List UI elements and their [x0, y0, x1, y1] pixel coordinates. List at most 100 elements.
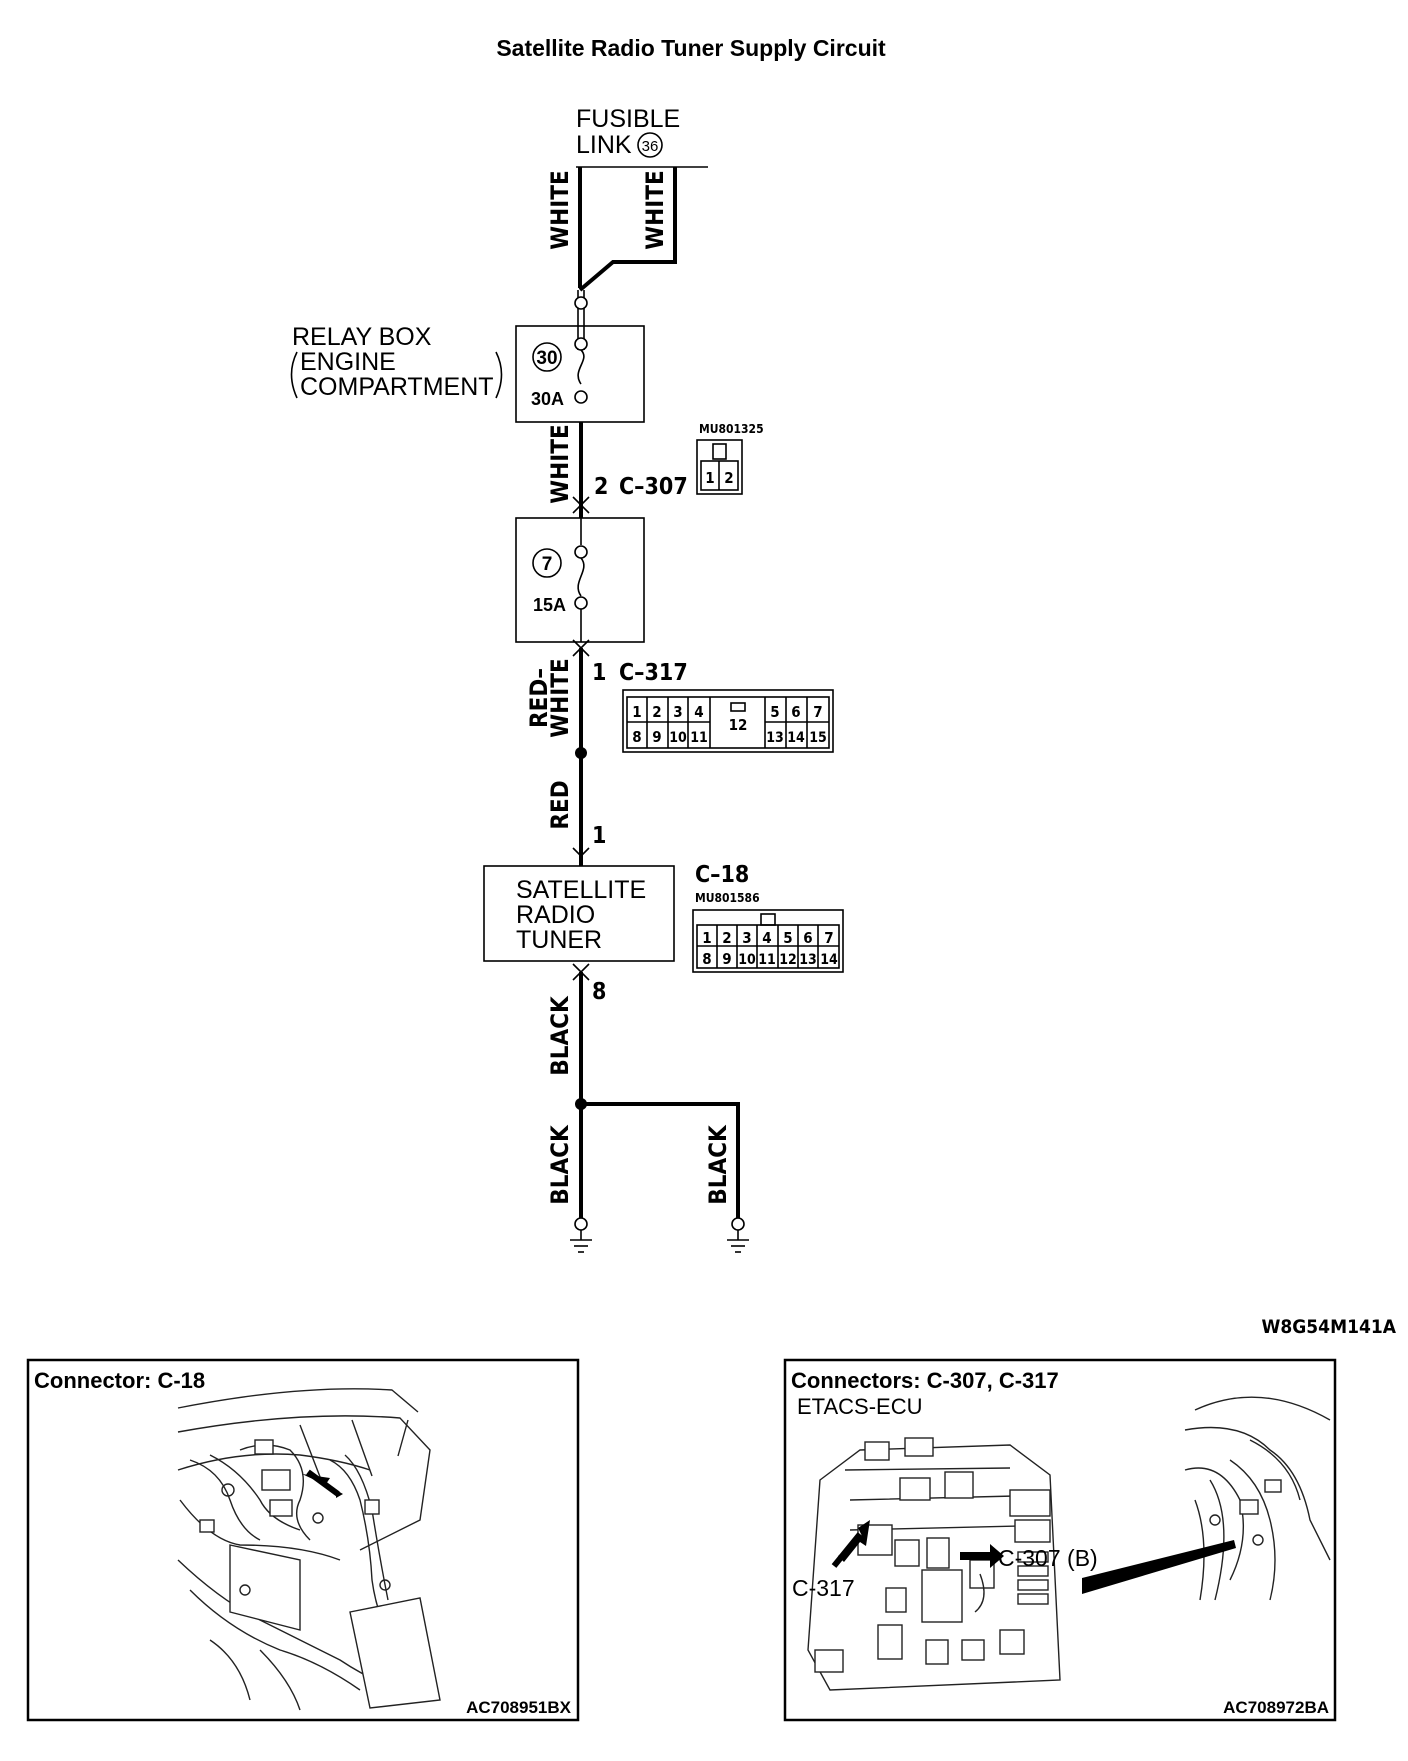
panel-right-code: AC708972BA: [1223, 1698, 1329, 1717]
wire-black-branch: [581, 1102, 740, 1218]
splice-point-black: [575, 1098, 587, 1110]
relay-box-label: RELAY BOX: [292, 323, 432, 351]
c18-pin-11: 11: [758, 952, 776, 968]
fuse-terminal-top: [574, 545, 588, 559]
c307-connector-face: [696, 439, 743, 495]
tuner-label-3: TUNER: [516, 926, 602, 954]
c307-name: C–307: [619, 474, 688, 500]
c317-pin-9: 9: [652, 728, 661, 746]
c307-latch: [712, 443, 727, 460]
c317-pin-11: 11: [690, 730, 708, 746]
relay-fuse-terminal-bottom: [574, 390, 588, 404]
wire-label-white-right: WHITE: [641, 170, 669, 249]
relay-box-label-2: ENGINE: [300, 348, 396, 376]
c18-pin-2: 2: [722, 929, 731, 947]
c18-pin-13: 13: [799, 952, 817, 968]
c18-connector-face: [692, 909, 844, 973]
relay-box-label-3: COMPARTMENT: [300, 373, 494, 401]
relay-fuse-number-circle: [532, 342, 562, 372]
c317-pin-15: 15: [809, 730, 827, 746]
etacs-ecu-illustration: [807, 1396, 1331, 1691]
diagram-code: W8G54M141A: [1262, 1316, 1397, 1338]
dashboard-illustration: [177, 1388, 441, 1711]
page-title: Satellite Radio Tuner Supply Circuit: [496, 35, 886, 61]
c317-pin-1: 1: [632, 703, 641, 721]
callout-c307: C-307 (B): [998, 1545, 1098, 1571]
panel-connector-c18: [26, 1358, 580, 1722]
fuse-terminal-bottom: [574, 596, 588, 610]
fusible-link-label-2: LINK: [576, 131, 632, 159]
ground-left-icon: [570, 1217, 592, 1253]
c317-pin-13: 13: [766, 730, 784, 746]
wire-label-black-right: BLACK: [704, 1124, 732, 1205]
ground-right-icon: [727, 1217, 749, 1253]
fuse-number: 7: [542, 554, 553, 575]
c307-pin-2: 2: [724, 469, 733, 487]
c307-part-number: MU801325: [699, 422, 764, 436]
tuner-label-2: RADIO: [516, 901, 595, 929]
panel-right-subtitle: ETACS-ECU: [797, 1394, 923, 1419]
c18-out-arrow: [572, 963, 590, 974]
c18-pin-1: 1: [702, 929, 711, 947]
relay-fuse-rating: 30A: [531, 389, 564, 409]
c317-pin-12: 12: [729, 716, 748, 734]
c18-pin-6: 6: [803, 929, 812, 947]
tuner-label-1: SATELLITE: [516, 876, 646, 904]
c317-pin-8: 8: [632, 728, 641, 746]
c317-connector-face: [622, 689, 834, 753]
c18-pin-out: 8: [592, 979, 606, 1005]
c18-pin-8: 8: [702, 950, 711, 968]
c317-pin-4: 4: [694, 703, 703, 721]
fusible-link-number: 36: [642, 138, 659, 155]
relay-box-paren-right: [495, 351, 503, 399]
panel-left-title: Connector: C-18: [34, 1368, 205, 1393]
c317-pin-5: 5: [770, 703, 779, 721]
c18-name: C–18: [695, 862, 749, 888]
c18-pin-4: 4: [762, 929, 771, 947]
relay-fuse-terminal-top: [574, 296, 588, 310]
wire-label-red-white-2: WHITE: [546, 658, 574, 737]
c18-pin-9: 9: [722, 950, 731, 968]
wire-white-right: [578, 167, 677, 292]
wire-label-black-left: BLACK: [546, 1124, 574, 1205]
relay-fuse-number: 30: [536, 348, 557, 369]
c317-pin-2: 2: [652, 703, 661, 721]
c317-name: C–317: [619, 660, 688, 686]
panel-left-code: AC708951BX: [466, 1698, 572, 1717]
relay-fuse-terminal-mid: [574, 337, 588, 351]
c18-pin-10: 10: [738, 952, 756, 968]
callout-c317: C-317: [792, 1575, 855, 1601]
c18-pin-7: 7: [824, 929, 833, 947]
c18-pin-in: 1: [592, 823, 606, 849]
wire-label-black-top: BLACK: [546, 995, 574, 1076]
c307-pin: 2: [594, 474, 608, 500]
fuse-number-circle: [532, 548, 562, 578]
c317-pin: 1: [592, 660, 606, 686]
c317-pin-6: 6: [791, 703, 800, 721]
fuse-element: [577, 557, 585, 597]
c18-part-number: MU801586: [695, 891, 760, 905]
c317-pin-14: 14: [787, 730, 805, 746]
relay-box-paren-left: [290, 351, 298, 399]
c307-pin-1: 1: [705, 469, 714, 487]
c18-pin-3: 3: [742, 929, 751, 947]
wire-label-white-left: WHITE: [546, 170, 574, 249]
wire-label-white-mid: WHITE: [546, 424, 574, 503]
wire-label-red-white: RED–: [525, 668, 553, 728]
fuse-rating: 15A: [533, 595, 566, 615]
wire-label-red: RED: [546, 780, 574, 829]
satellite-radio-tuner: [483, 865, 675, 962]
c317-pin-10: 10: [669, 730, 687, 746]
fusible-link-label: FUSIBLE: [576, 105, 680, 133]
fusible-link-number-circle: [637, 132, 663, 158]
c18-pin-12: 12: [779, 952, 797, 968]
c18-pin-14: 14: [820, 952, 838, 968]
c18-pin-5: 5: [783, 929, 792, 947]
c317-pin-7: 7: [813, 703, 822, 721]
c317-pin-3: 3: [673, 703, 682, 721]
splice-point-red: [575, 747, 587, 759]
panel-right-title: Connectors: C-307, C-317: [791, 1368, 1059, 1393]
relay-fuse-element: [577, 349, 585, 385]
